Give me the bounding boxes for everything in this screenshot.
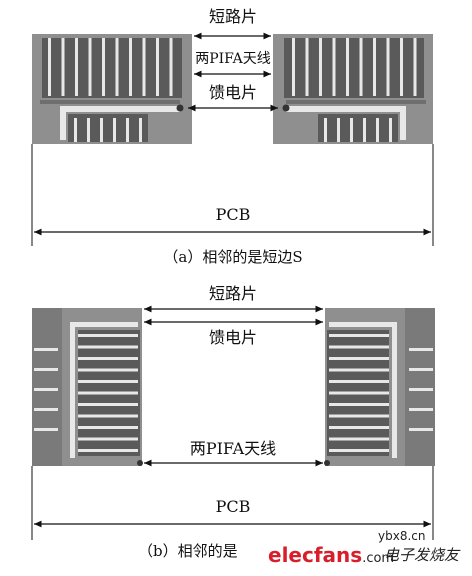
watermark-brand-suffix: .com (362, 551, 394, 566)
meander-finger (115, 38, 119, 96)
label-shorting: 短路片 (209, 7, 257, 26)
meander-finger (400, 38, 403, 96)
meander-bar (34, 348, 58, 351)
meander-bar (329, 334, 389, 337)
label-feed-b: 馈电片 (209, 328, 257, 347)
meander-finger (359, 38, 363, 96)
meander-bar (78, 380, 138, 383)
meander-bar (329, 437, 389, 441)
meander-finger (129, 38, 132, 96)
meander-bar (409, 428, 433, 431)
meander-finger (319, 38, 322, 96)
meander-finger (102, 38, 105, 96)
meander-bar (78, 449, 138, 452)
watermark-brand: elecfans.com (268, 543, 394, 567)
meander-bar (329, 403, 389, 406)
meander-finger (413, 38, 417, 96)
meander-finger (74, 118, 77, 142)
meander-bar (409, 408, 433, 411)
meander-finger (363, 118, 366, 142)
meander-finger (156, 38, 159, 96)
meander-bar (78, 345, 138, 349)
meander-finger (48, 38, 51, 96)
meander-bar (409, 348, 433, 351)
meander-bar (34, 428, 58, 431)
meander-finger (142, 38, 146, 96)
meander-finger (386, 38, 390, 96)
meander-bar (78, 403, 138, 406)
meander-finger (292, 38, 295, 96)
caption-b: （b）相邻的是 (138, 542, 238, 560)
meander-finger (87, 118, 90, 142)
meander-finger (305, 38, 309, 96)
meander-region (318, 114, 398, 142)
meander-finger (337, 118, 340, 142)
meander-bar (409, 368, 433, 371)
diagram-b-left-pifa-antenna (32, 308, 143, 466)
meander-finger (100, 118, 103, 142)
meander-finger (126, 118, 129, 142)
watermark-brand-name: elecfans (268, 543, 362, 567)
diagram-a: 短路片 两PIFA天线 馈电片 PCB （a）相邻的是短边S (31, 7, 434, 266)
label-feed: 馈电片 (209, 83, 257, 102)
diagram-a-left-pifa-antenna (32, 34, 192, 144)
meander-bar (329, 449, 389, 452)
meander-bar (329, 357, 389, 360)
label-pcb: PCB (216, 205, 251, 224)
diagram-a-right-pifa-antenna (273, 34, 433, 144)
meander-bar (329, 391, 389, 395)
meander-bar (34, 388, 58, 391)
meander-finger (389, 118, 392, 142)
meander-bar (329, 368, 389, 372)
meander-region (68, 114, 148, 142)
meander-bar (78, 437, 138, 441)
meander-bar (34, 368, 58, 371)
meander-bar (409, 388, 433, 391)
diagram-b-right-pifa-antenna (324, 308, 435, 466)
meander-bar (78, 368, 138, 372)
meander-finger (88, 38, 92, 96)
meander-finger (139, 118, 142, 142)
meander-finger (324, 118, 327, 142)
meander-bar (34, 408, 58, 411)
meander-finger (350, 118, 353, 142)
meander-bar (78, 391, 138, 395)
meander-finger (61, 38, 65, 96)
meander-bar (78, 414, 138, 418)
meander-bar (329, 380, 389, 383)
meander-bar (329, 426, 389, 429)
caption-a: （a）相邻的是短边S (163, 248, 302, 266)
meander-bar (78, 334, 138, 337)
meander-finger (169, 38, 173, 96)
meander-bar (78, 426, 138, 429)
meander-finger (376, 118, 379, 142)
diagram-b: 短路片 馈电片 两PIFA天线 PCB （b）相邻的是 (31, 284, 435, 560)
meander-finger (346, 38, 349, 96)
label-shorting-b: 短路片 (209, 284, 257, 303)
watermark: ybx8.cn elecfans.com 电子发烧友 (268, 529, 461, 567)
watermark-brand-cn: 电子发烧友 (384, 546, 461, 564)
meander-finger (113, 118, 116, 142)
label-two-pifa: 两PIFA天线 (195, 51, 271, 67)
meander-bar (329, 414, 389, 418)
label-two-pifa-b: 两PIFA天线 (190, 439, 276, 458)
label-pcb-b: PCB (216, 497, 251, 516)
meander-bar (78, 357, 138, 360)
meander-finger (332, 38, 336, 96)
meander-finger (373, 38, 376, 96)
watermark-url: ybx8.cn (378, 529, 425, 543)
meander-bar (329, 345, 389, 349)
meander-finger (75, 38, 78, 96)
